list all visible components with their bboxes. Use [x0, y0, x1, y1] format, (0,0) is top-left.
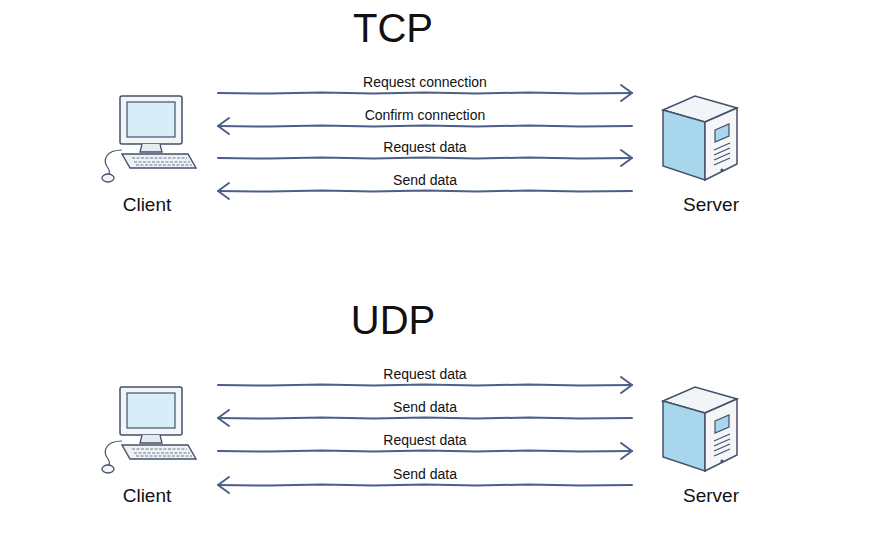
arrow-label: Send data: [390, 172, 460, 188]
arrow-label: Send data: [390, 466, 460, 482]
server-node: Server: [640, 383, 758, 507]
arrow-label: Send data: [390, 399, 460, 415]
server-icon: [657, 92, 741, 184]
section-heading: UDP: [351, 298, 435, 343]
client-node: Client: [78, 383, 216, 507]
server-node: Server: [640, 92, 758, 216]
arrow-label: Request data: [380, 432, 469, 448]
node-label: Client: [78, 485, 216, 507]
computer-icon: [92, 92, 202, 184]
node-label: Client: [78, 194, 216, 216]
arrow-label: Confirm connection: [362, 107, 489, 123]
section-heading: TCP: [353, 6, 433, 51]
server-icon: [657, 383, 741, 475]
node-label: Server: [652, 194, 770, 216]
client-node: Client: [78, 92, 216, 216]
arrow-label: Request data: [380, 139, 469, 155]
arrow-label: Request connection: [360, 74, 490, 90]
computer-icon: [92, 383, 202, 475]
arrow-label: Request data: [380, 366, 469, 382]
node-label: Server: [652, 485, 770, 507]
